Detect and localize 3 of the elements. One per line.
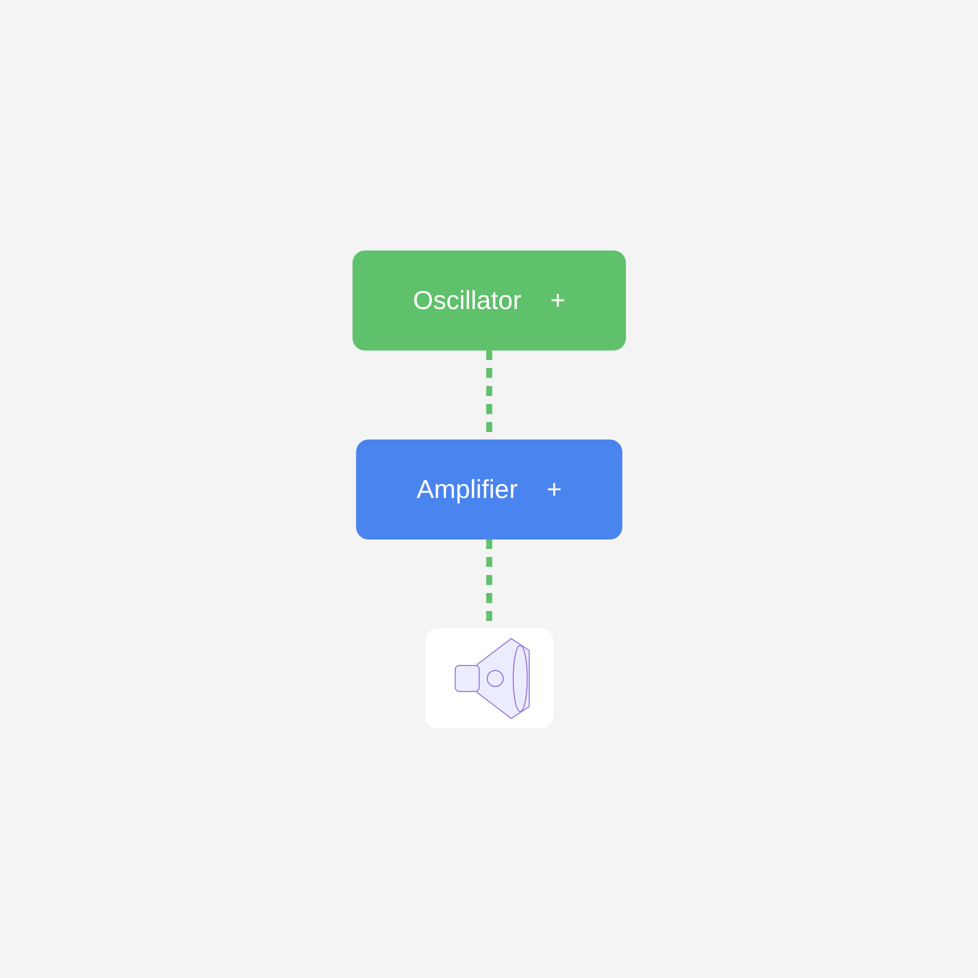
- node-box: Amplifier +: [356, 439, 622, 539]
- node-box: Oscillator +: [352, 250, 626, 350]
- node-picture: [424, 628, 554, 728]
